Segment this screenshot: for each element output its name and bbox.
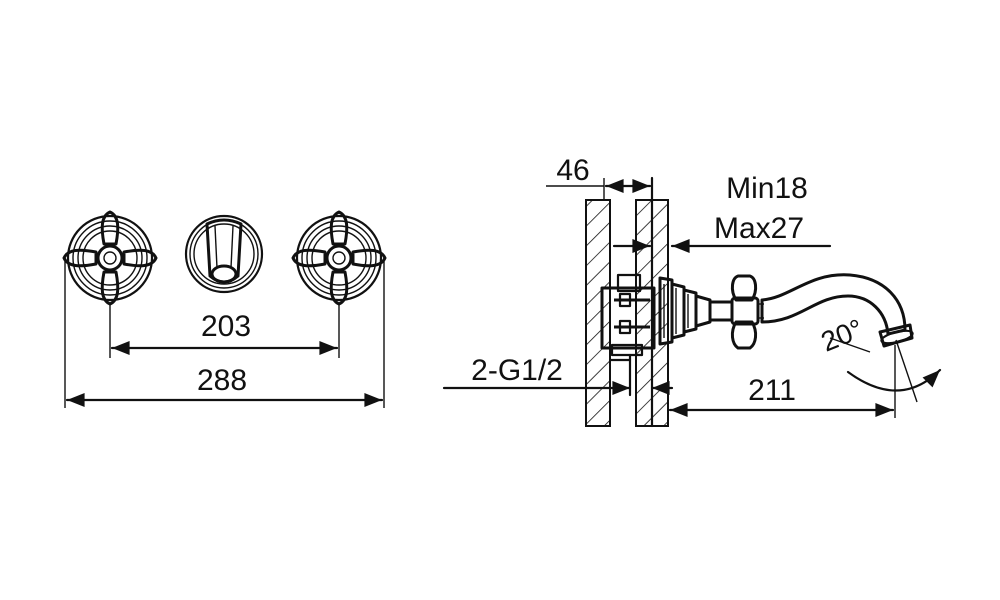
angle-reference-line: [895, 339, 918, 403]
dimension-label-max: Max27: [714, 212, 804, 245]
side-curved-spout-icon: [760, 273, 914, 348]
left-handle-cross-handle-icon: [62, 210, 158, 306]
dimension-label-46: 46: [556, 154, 589, 187]
front-view: 203 288: [62, 210, 387, 408]
side-handle-cross-handle-icon: [708, 274, 764, 350]
angle-extension-line: [829, 337, 871, 353]
angle-label: 20°: [817, 313, 868, 358]
dimension-label-min: Min18: [726, 172, 808, 205]
dimension-label-288: 288: [197, 364, 247, 397]
wall-section-back: [585, 199, 611, 427]
front-spout-icon: [184, 214, 264, 294]
escutcheon: [658, 276, 712, 346]
thread-label: 2-G1/2: [471, 354, 563, 387]
dimension-label-211: 211: [748, 374, 796, 407]
angle-arc: [846, 368, 942, 392]
concealed-valve-body: [600, 273, 656, 397]
side-view: 46 Min18 Max27 2-G1/2 211 20°: [442, 154, 942, 428]
dimension-label-203: 203: [201, 310, 251, 343]
right-handle-cross-handle-icon: [291, 210, 387, 306]
